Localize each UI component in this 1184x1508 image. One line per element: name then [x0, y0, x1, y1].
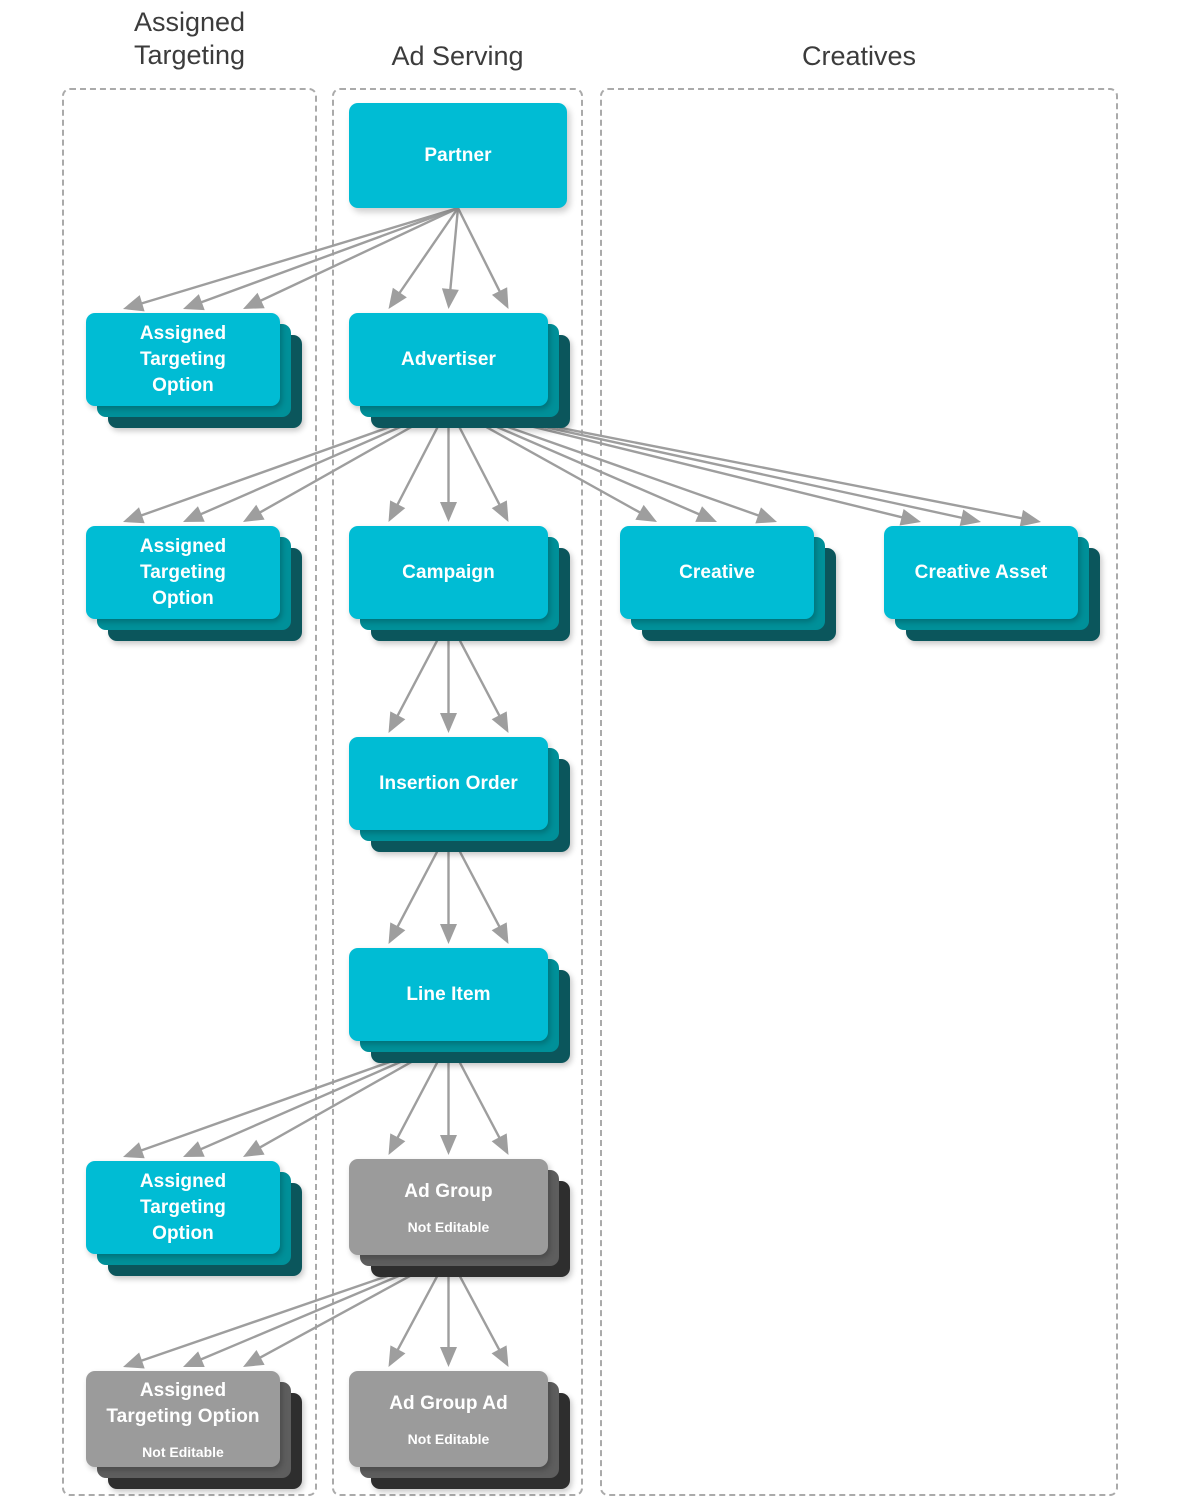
column-frame-ad-serving — [332, 88, 583, 1496]
node-title: Assigned Targeting Option — [139, 535, 227, 609]
node-subtitle-badge: Not Editable — [407, 1218, 490, 1235]
node-title: Line Item — [406, 983, 491, 1005]
node-title: Creative Asset — [914, 561, 1048, 583]
node-card-line-item[interactable]: Line Item — [349, 948, 548, 1041]
node-title: Ad Group — [404, 1180, 493, 1202]
node-card-creative-asset[interactable]: Creative Asset — [884, 526, 1078, 619]
node-title: Assigned Targeting Option — [139, 1170, 227, 1244]
node-title: Partner — [424, 144, 492, 166]
node-line-item[interactable]: Line Item — [349, 948, 570, 1063]
node-title: Assigned Targeting Option — [106, 1379, 260, 1427]
node-assigned-targeting-option-advertiser[interactable]: Assigned Targeting Option — [86, 526, 302, 641]
node-title: Creative — [679, 561, 755, 583]
node-insertion-order[interactable]: Insertion Order — [349, 737, 570, 852]
node-card-partner[interactable]: Partner — [349, 103, 567, 208]
column-header-ad-serving: Ad Serving — [391, 41, 524, 71]
node-card-assigned-targeting-option-line-item[interactable]: Assigned Targeting Option — [86, 1161, 280, 1254]
node-campaign[interactable]: Campaign — [349, 526, 570, 641]
node-card-assigned-targeting-option-advertiser[interactable]: Assigned Targeting Option — [86, 526, 280, 619]
column-frame-assigned-targeting — [62, 88, 317, 1496]
node-title: Ad Group Ad — [389, 1392, 508, 1414]
column-header-assigned-targeting: Assigned Targeting — [133, 7, 246, 70]
node-card-campaign[interactable]: Campaign — [349, 526, 548, 619]
node-title: Campaign — [402, 561, 495, 583]
node-partner[interactable]: Partner — [349, 103, 567, 208]
node-ad-group-ad[interactable]: Ad Group Ad Not Editable — [349, 1371, 570, 1489]
column-frame-creatives — [600, 88, 1118, 1496]
node-subtitle-badge: Not Editable — [142, 1443, 224, 1460]
node-assigned-targeting-option-line-item[interactable]: Assigned Targeting Option — [86, 1161, 302, 1276]
node-title: Insertion Order — [379, 772, 518, 794]
node-card-advertiser[interactable]: Advertiser — [349, 313, 548, 406]
column-header-creatives: Creatives — [801, 41, 917, 71]
node-creative[interactable]: Creative — [620, 526, 836, 641]
node-card-insertion-order[interactable]: Insertion Order — [349, 737, 548, 830]
node-subtitle-badge: Not Editable — [407, 1430, 490, 1447]
node-assigned-targeting-option-partner[interactable]: Assigned Targeting Option — [86, 313, 302, 428]
node-title: Advertiser — [401, 348, 496, 370]
node-card-creative[interactable]: Creative — [620, 526, 814, 619]
node-creative-asset[interactable]: Creative Asset — [884, 526, 1100, 641]
node-title: Assigned Targeting Option — [139, 322, 227, 396]
node-advertiser[interactable]: Advertiser — [349, 313, 570, 428]
node-card-ad-group-ad[interactable]: Ad Group Ad Not Editable — [349, 1371, 548, 1467]
node-card-assigned-targeting-option-partner[interactable]: Assigned Targeting Option — [86, 313, 280, 406]
